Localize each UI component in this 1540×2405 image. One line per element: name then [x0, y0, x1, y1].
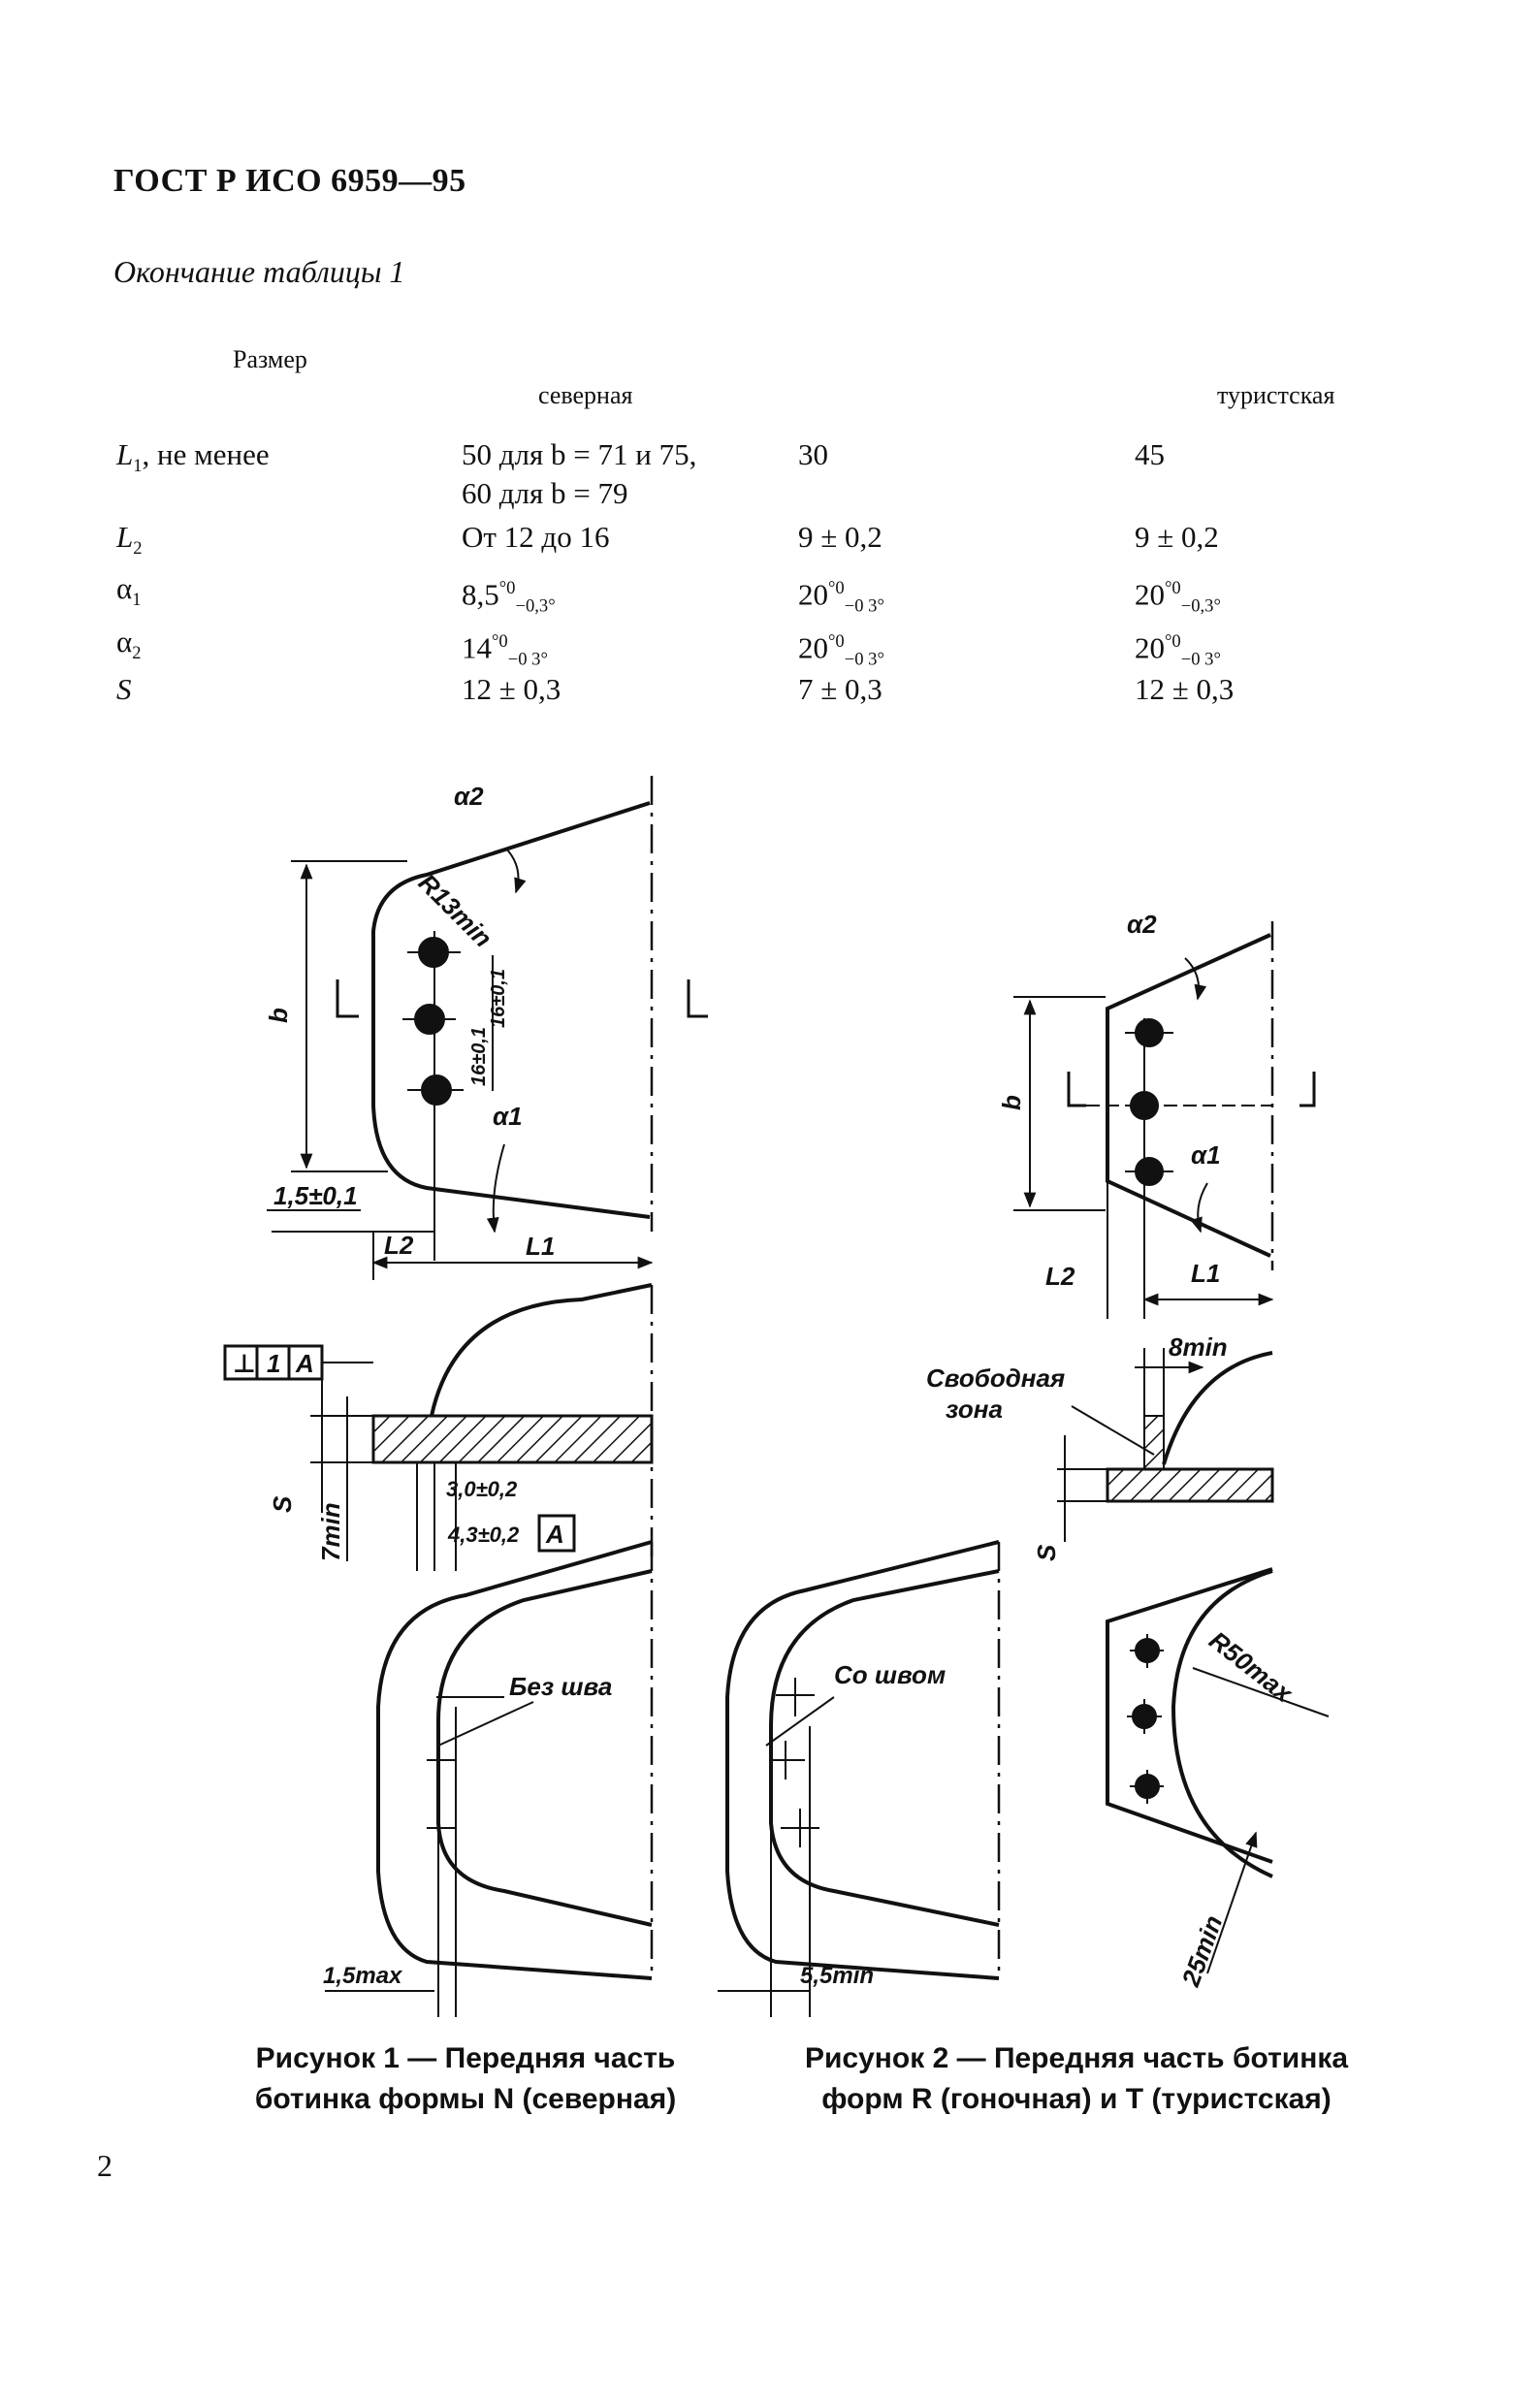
column-header-size: Размер	[233, 345, 307, 373]
figure2-label-8min: 8min	[1169, 1332, 1228, 1362]
figure2-label-l2: L2	[1045, 1262, 1075, 1291]
figure2-caption: Рисунок 2 — Передняя часть ботинка форм …	[804, 2042, 1349, 2115]
document-title: ГОСТ Р ИСО 6959—95	[113, 163, 466, 199]
figure1-label-l2: L2	[384, 1231, 414, 1260]
figure1-label-s: S	[268, 1495, 297, 1513]
figure1-datum-box	[537, 1514, 576, 1553]
figure2-section-view	[1057, 1348, 1274, 1542]
column-header-touring: туристская	[1217, 381, 1335, 409]
figure1-label-7min: 7min	[316, 1502, 345, 1561]
figure2-labels: α2 b α1 L2 L1 8min Свободная зона S Со ш…	[800, 910, 1299, 1991]
figure2-label-55min: 5,5min	[800, 1963, 874, 1989]
figure2-label-free-zone-1: Свободная	[926, 1363, 1065, 1393]
figure1-label-15max: 1,5max	[323, 1963, 403, 1989]
figure1-tol-ref: A	[295, 1349, 314, 1378]
figure1-label-dim-15: 1,5±0,1	[273, 1181, 358, 1210]
figure2-top-view	[1013, 921, 1316, 1319]
figure1-top-view	[267, 776, 708, 1280]
figure1-label-dim-16b: 16±0,1	[488, 969, 509, 1028]
cell-alpha1-northern: 8,5°0−0,3°	[462, 577, 556, 617]
figure1-tol-perp: ⊥	[233, 1349, 256, 1378]
figure1-caption: Рисунок 1 — Передняя часть ботинка формы…	[254, 2042, 677, 2115]
column-header-northern: северная	[538, 381, 633, 409]
figure1-label-dim-43: 4,3±0,2	[447, 1523, 520, 1547]
figure2-label-l1: L1	[1191, 1259, 1220, 1288]
figure1-label-alpha2: α2	[454, 782, 484, 811]
figure1-label-dim-16a: 16±0,1	[468, 1027, 490, 1086]
figure2-label-alpha2: α2	[1127, 910, 1157, 939]
figure2-bottom-view-r	[718, 1540, 1001, 2017]
figure2-label-b: b	[997, 1095, 1026, 1110]
figure1-tol-value: 1	[267, 1349, 280, 1378]
cell-alpha2-racing: 20°0−0 3°	[798, 630, 884, 670]
figure1-tolerance-frame	[223, 1344, 373, 1381]
cell-s-racing: 7 ± 0,3	[798, 672, 882, 706]
figure2-label-free-zone-2: зона	[946, 1395, 1003, 1424]
figure2-label-alpha1: α1	[1191, 1140, 1221, 1170]
cell-alpha1-racing: 20°0−0 3°	[798, 577, 884, 617]
cell-l2-northern: От 12 до 16	[462, 520, 610, 554]
cell-s-touring: 12 ± 0,3	[1135, 672, 1235, 706]
cell-l2-racing: 9 ± 0,2	[798, 520, 882, 554]
cell-l1-racing: 30	[798, 437, 828, 471]
figure1-drawing	[223, 776, 708, 2017]
row-name-alpha2: α2	[116, 625, 142, 664]
cell-l2-touring: 9 ± 0,2	[1135, 520, 1219, 554]
cell-s-northern: 12 ± 0,3	[462, 672, 561, 706]
figure1-label-l1: L1	[526, 1232, 555, 1261]
figure1-label-bez-shva: Без шва	[509, 1672, 612, 1701]
cell-l1-northern-line2: 60 для b = 79	[462, 476, 628, 510]
figure1-section-view	[223, 1283, 654, 1571]
row-name-s: S	[116, 672, 132, 706]
cell-alpha2-northern: 14°0−0 3°	[462, 630, 548, 670]
cell-l1-touring: 45	[1135, 437, 1165, 471]
table-caption: Окончание таблицы 1	[113, 254, 405, 289]
figure2-bottom-view-t	[1106, 1567, 1330, 1974]
figure2-label-so-shvom: Со швом	[834, 1660, 946, 1689]
figure1-label-dim-30: 3,0±0,2	[446, 1477, 518, 1501]
cell-alpha1-touring: 20°0−0,3°	[1135, 577, 1221, 617]
figure1-bottom-view	[325, 1540, 654, 2017]
figure1-label-alpha1: α1	[493, 1102, 523, 1131]
page-number: 2	[97, 2148, 112, 2183]
figure2-label-s: S	[1032, 1544, 1061, 1561]
row-name-l1: L1, не менее	[116, 437, 270, 477]
figure2-label-r50: R50max	[1203, 1625, 1299, 1709]
row-name-alpha1: α1	[116, 571, 142, 611]
row-name-l2: L2	[116, 520, 143, 560]
figure2-label-25min: 25min	[1175, 1911, 1228, 1991]
cell-l1-northern-line1: 50 для b = 71 и 75,	[462, 437, 697, 471]
figure1-label-datum-a: A	[545, 1520, 564, 1549]
figure1-label-b: b	[264, 1008, 293, 1023]
cell-alpha2-touring: 20°0−0 3°	[1135, 630, 1221, 670]
figure2-drawing	[718, 921, 1330, 2017]
